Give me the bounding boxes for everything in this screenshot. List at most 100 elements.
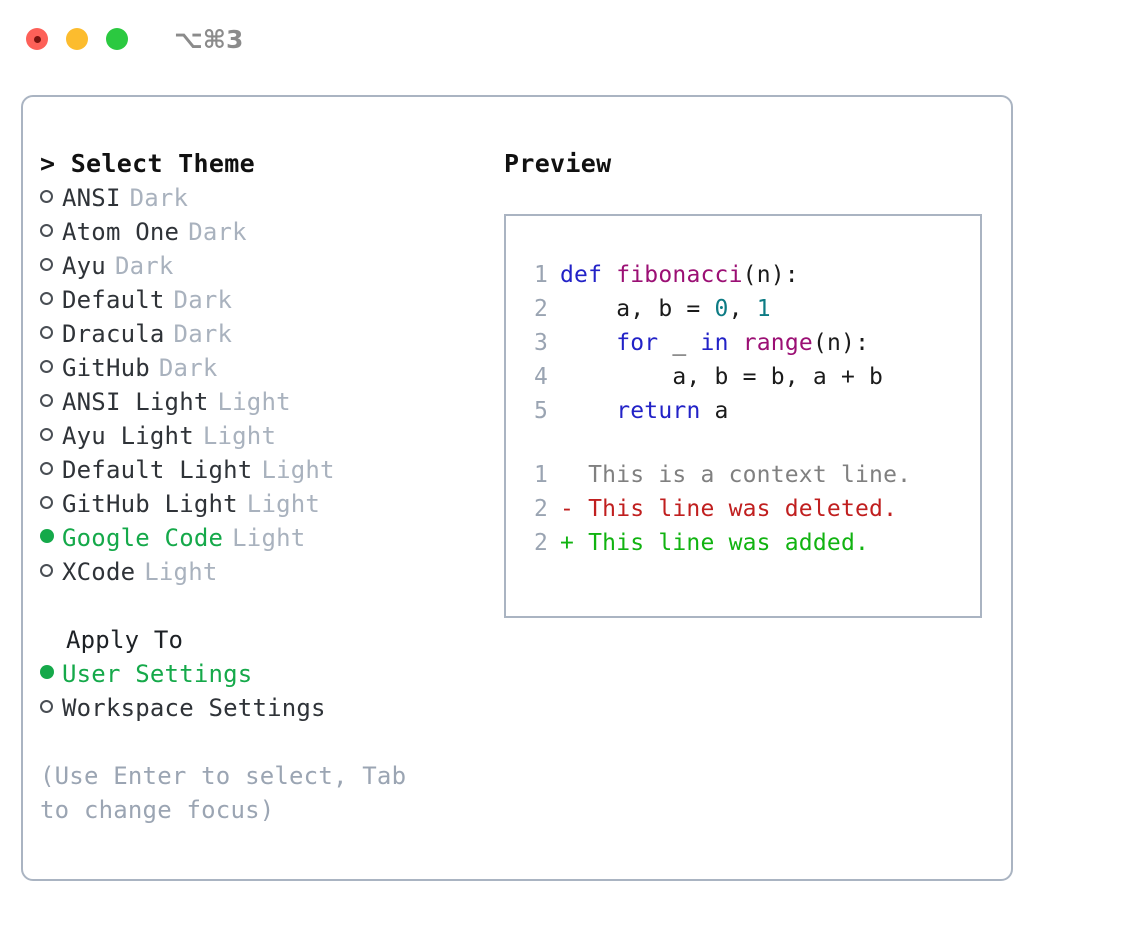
radio-selected-icon[interactable] <box>40 520 62 554</box>
theme-option-label: Ayu <box>62 252 106 280</box>
theme-option-kind: Light <box>246 490 321 518</box>
theme-option-label: Google Code <box>62 524 224 552</box>
theme-option-label: ANSI Light <box>62 388 209 416</box>
theme-option-label: ANSI <box>62 184 121 212</box>
radio-selected-icon[interactable] <box>40 656 62 690</box>
window-titlebar: ⌥⌘3 <box>0 0 1140 78</box>
code-line-number: 5 <box>533 398 548 424</box>
radio-unselected-icon[interactable] <box>40 384 62 418</box>
keyboard-hint-text: (Use Enter to select, Tab to change focu… <box>40 762 407 824</box>
theme-option-kind: Light <box>144 558 218 586</box>
code-token-kw: in <box>700 330 729 356</box>
apply-to-option-label: Workspace Settings <box>62 694 326 722</box>
theme-option-kind: Dark <box>114 252 174 280</box>
theme-option-kind: Light <box>232 524 306 552</box>
traffic-light-group <box>26 28 128 50</box>
preview-header: Preview <box>504 149 612 178</box>
code-line-number: 4 <box>533 364 548 390</box>
radio-unselected-icon[interactable] <box>40 248 62 282</box>
theme-option-ansi[interactable]: ANSI Dark <box>40 181 490 215</box>
theme-option-default[interactable]: Default Dark <box>40 283 490 317</box>
maximize-window-icon[interactable] <box>106 28 128 50</box>
code-line-text: for _ in range(n): <box>560 326 869 360</box>
theme-option-label: Default <box>62 286 165 314</box>
apply-to-option-label: User Settings <box>62 660 253 688</box>
radio-unselected-icon[interactable] <box>40 214 62 248</box>
theme-option-label: Dracula <box>62 320 165 348</box>
code-line: 3 for _ in range(n): <box>506 326 980 360</box>
code-token-pl <box>560 330 616 356</box>
code-token-pl <box>729 330 743 356</box>
code-line-number: 2 <box>533 296 548 322</box>
radio-unselected-icon[interactable] <box>40 418 62 452</box>
theme-option-kind: Dark <box>129 184 189 212</box>
diff-line-number: 2 <box>533 530 548 556</box>
theme-option-label: Atom One <box>62 218 180 246</box>
radio-unselected-icon[interactable] <box>40 180 62 214</box>
radio-unselected-icon[interactable] <box>40 316 62 350</box>
diff-line: 2 - This line was deleted. <box>506 492 980 526</box>
theme-option-xcode[interactable]: XCode Light <box>40 555 490 589</box>
radio-unselected-icon[interactable] <box>40 690 62 724</box>
diff-line-text-del: - This line was deleted. <box>560 496 898 522</box>
diff-line: 1 This is a context line. <box>506 458 980 492</box>
diff-line-text-add: + This line was added. <box>560 530 870 556</box>
code-line-text: a, b = b, a + b <box>560 360 883 394</box>
apply-to-option-workspace-settings[interactable]: Workspace Settings <box>40 691 490 725</box>
code-token-num: 1 <box>756 296 771 322</box>
theme-option-kind: Dark <box>173 286 233 314</box>
code-token-fn: range <box>742 330 813 356</box>
apply-to-option-user-settings[interactable]: User Settings <box>40 657 490 691</box>
code-line: 5 return a <box>506 394 980 428</box>
theme-option-label: XCode <box>62 558 136 586</box>
code-line-text: a, b = 0, 1 <box>560 292 771 326</box>
theme-option-kind: Light <box>261 456 335 484</box>
radio-unselected-icon[interactable] <box>40 350 62 384</box>
diff-line-number: 2 <box>533 496 548 522</box>
radio-unselected-icon[interactable] <box>40 554 62 588</box>
code-token-num: 0 <box>714 296 729 322</box>
code-line-text: return a <box>560 394 729 428</box>
keyboard-shortcut-label: ⌥⌘3 <box>174 24 244 54</box>
theme-option-google-code[interactable]: Google Code Light <box>40 521 490 555</box>
minimize-window-icon[interactable] <box>66 28 88 50</box>
theme-option-default-light[interactable]: Default Light Light <box>40 453 490 487</box>
code-line: 4 a, b = b, a + b <box>506 360 980 394</box>
diff-sample-block: 1 This is a context line. 2 - This line wa… <box>506 458 980 560</box>
theme-option-kind: Dark <box>158 354 218 382</box>
code-diff-separator <box>506 428 980 458</box>
theme-option-kind: Light <box>217 388 291 416</box>
close-window-icon[interactable] <box>26 28 48 50</box>
code-line: 1 def fibonacci(n): <box>506 258 980 292</box>
code-token-kw: return <box>616 398 701 424</box>
radio-unselected-icon[interactable] <box>40 452 62 486</box>
apply-to-header: Apply To <box>66 626 184 654</box>
code-line-number: 3 <box>533 330 548 356</box>
diff-line-number: 1 <box>533 462 548 488</box>
radio-unselected-icon[interactable] <box>40 486 62 520</box>
theme-option-label: GitHub <box>62 354 150 382</box>
diff-line: 2 + This line was added. <box>506 526 980 560</box>
theme-option-label: Default Light <box>62 456 253 484</box>
code-token-fn: fibonacci <box>616 262 743 288</box>
code-line: 2 a, b = 0, 1 <box>506 292 980 326</box>
radio-unselected-icon[interactable] <box>40 282 62 316</box>
theme-option-ansi-light[interactable]: ANSI Light Light <box>40 385 490 419</box>
code-token-pl <box>560 398 616 424</box>
code-token-pl: (n): <box>742 262 799 288</box>
code-line-number: 1 <box>533 262 548 288</box>
theme-option-github[interactable]: GitHub Dark <box>40 351 490 385</box>
theme-option-ayu[interactable]: Ayu Dark <box>40 249 490 283</box>
diff-line-text-ctx: This is a context line. <box>560 462 912 488</box>
code-line-text: def fibonacci(n): <box>560 258 799 292</box>
